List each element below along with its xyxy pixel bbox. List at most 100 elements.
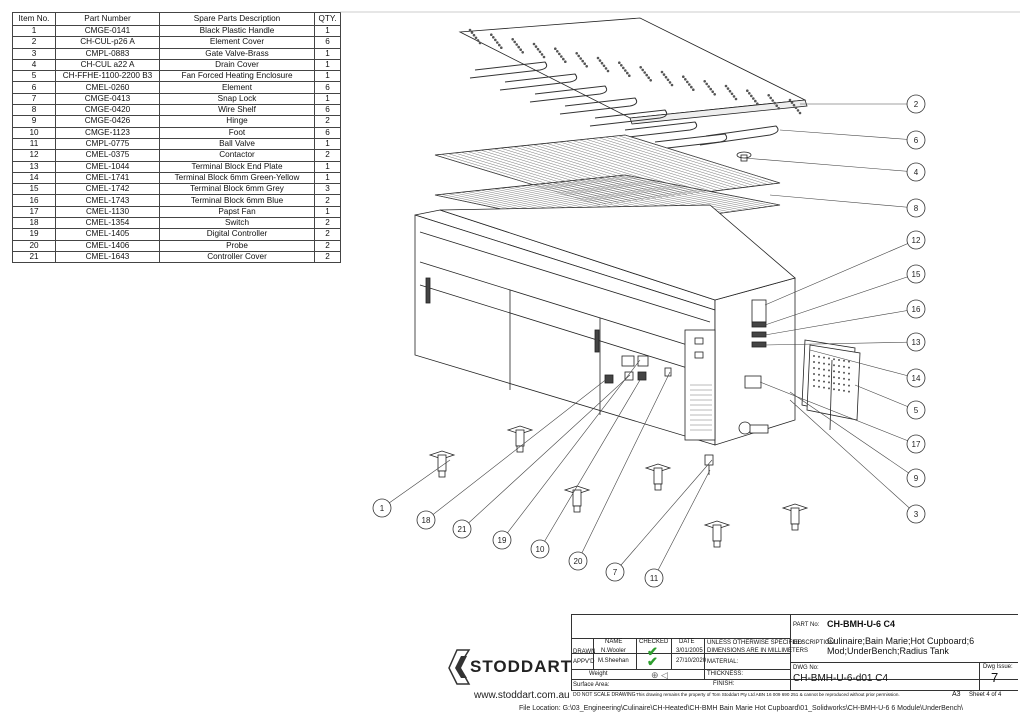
cell-part-number: CMEL-1742 bbox=[55, 183, 160, 196]
cell-description: Terminal Block 6mm Blue bbox=[159, 194, 315, 207]
title-block: NAME CHECKED DATE DRAWN N.Wooler ✔ 3/01/… bbox=[571, 614, 1018, 704]
balloon-label: 13 bbox=[912, 338, 921, 347]
item-balloon: 21 bbox=[452, 519, 472, 539]
item-balloon: 11 bbox=[644, 568, 664, 588]
property-note: This drawing remains the property of Tom… bbox=[636, 692, 900, 697]
item-balloon: 18 bbox=[416, 510, 436, 530]
cell-item-no: 10 bbox=[12, 126, 56, 139]
drain-cover-illustration bbox=[736, 151, 752, 162]
cell-description: Gate Valve-Brass bbox=[159, 47, 315, 60]
item-balloon: 4 bbox=[906, 162, 926, 182]
cell-part-number: CH-CUL-p26 A bbox=[55, 36, 160, 49]
leader-line bbox=[461, 374, 631, 530]
dwg-issue-label: Dwg Issue: bbox=[983, 664, 1013, 670]
cell-part-number: CMGE-0420 bbox=[55, 104, 160, 117]
cell-qty: 3 bbox=[314, 183, 341, 196]
balloon-label: 2 bbox=[914, 100, 919, 109]
cell-part-number: CH-FFHE-1100-2200 B3 bbox=[55, 70, 160, 83]
cell-qty: 2 bbox=[314, 149, 341, 162]
foot-illustration bbox=[644, 463, 672, 491]
cell-qty: 2 bbox=[314, 115, 341, 128]
balloon-label: 5 bbox=[914, 406, 919, 415]
item-balloon: 16 bbox=[906, 299, 926, 319]
cell-qty: 2 bbox=[314, 250, 341, 264]
cabinet-illustration bbox=[414, 204, 796, 446]
cell-part-number: CMGE-0141 bbox=[55, 24, 160, 38]
cell-qty: 1 bbox=[314, 58, 341, 72]
cell-qty: 6 bbox=[314, 81, 341, 94]
leader-line bbox=[577, 371, 671, 562]
cell-description: Element bbox=[159, 81, 315, 94]
do-not-scale: DO NOT SCALE DRAWING bbox=[573, 692, 636, 698]
cell-qty: 2 bbox=[314, 239, 341, 252]
table-header-row: Item No. Part Number Spare Parts Descrip… bbox=[12, 12, 341, 26]
cell-qty: 1 bbox=[314, 70, 341, 83]
col-name: NAME bbox=[605, 639, 623, 645]
leader-line bbox=[764, 341, 917, 346]
cell-description: Probe bbox=[159, 239, 315, 252]
balloon-label: 18 bbox=[422, 516, 431, 525]
item-balloon: 17 bbox=[906, 434, 926, 454]
dwg-no-label: DWG No: bbox=[793, 665, 819, 671]
leader-line bbox=[779, 129, 917, 141]
cell-item-no: 19 bbox=[12, 228, 56, 241]
cell-description: Contactor bbox=[159, 149, 315, 162]
cell-item-no: 4 bbox=[12, 58, 56, 72]
fan-enclosure-illustration bbox=[801, 339, 861, 431]
foot-illustration bbox=[563, 485, 591, 513]
dwg-no: CH-BMH-U-6-d01 C4 bbox=[793, 673, 889, 684]
element-cover-illustration bbox=[458, 17, 808, 125]
cell-part-number: CMGE-0413 bbox=[55, 92, 160, 106]
leader-line bbox=[381, 459, 451, 509]
balloon-label: 1 bbox=[380, 504, 385, 513]
appvd-name: M.Sheehan bbox=[598, 658, 629, 664]
cell-item-no: 14 bbox=[12, 171, 56, 185]
sheet-size: A3 bbox=[952, 691, 961, 698]
cell-description: Element Cover bbox=[159, 36, 315, 49]
cell-item-no: 6 bbox=[12, 81, 56, 94]
balloon-label: 12 bbox=[912, 236, 921, 245]
leader-line bbox=[614, 459, 713, 573]
item-balloon: 15 bbox=[906, 264, 926, 284]
leader-line bbox=[789, 399, 917, 515]
thickness-label: THICKNESS: bbox=[707, 671, 744, 677]
description-line1: Culinaire;Bain Marie;Hot Cupboard;6 bbox=[827, 636, 975, 646]
cell-description: Hinge bbox=[159, 115, 315, 128]
cell-part-number: CMEL-1743 bbox=[55, 194, 160, 207]
item-balloon: 3 bbox=[906, 504, 926, 524]
appvd-date: 27/10/2020 bbox=[676, 658, 707, 664]
balloon-label: 8 bbox=[914, 204, 919, 213]
balloon-label: 9 bbox=[914, 474, 919, 483]
item-balloon: 12 bbox=[906, 230, 926, 250]
material-label: MATERIAL: bbox=[707, 659, 739, 665]
spare-parts-table: Item No. Part Number Spare Parts Descrip… bbox=[12, 12, 341, 264]
item-balloon: 1 bbox=[372, 498, 392, 518]
cell-qty: 2 bbox=[314, 217, 341, 230]
cell-part-number: CMEL-1130 bbox=[55, 205, 160, 219]
cell-qty: 6 bbox=[314, 104, 341, 117]
cell-description: Papst Fan bbox=[159, 205, 315, 219]
appvd-check-icon: ✔ bbox=[647, 654, 658, 669]
leader-line bbox=[854, 384, 917, 411]
cell-part-number: CMEL-1354 bbox=[55, 217, 160, 230]
item-balloon: 7 bbox=[605, 562, 625, 582]
leader-line bbox=[743, 157, 917, 173]
cell-description: Snap Lock bbox=[159, 92, 315, 106]
item-balloon: 13 bbox=[906, 332, 926, 352]
leader-line bbox=[425, 377, 609, 521]
website-link[interactable]: www.stoddart.com.au bbox=[474, 690, 570, 701]
header-part-number: Part Number bbox=[55, 12, 160, 26]
brand-name: STODDART bbox=[470, 657, 573, 676]
cell-description: Ball Valve bbox=[159, 137, 315, 151]
cell-part-number: CMEL-1044 bbox=[55, 160, 160, 173]
balloon-label: 21 bbox=[458, 525, 467, 534]
